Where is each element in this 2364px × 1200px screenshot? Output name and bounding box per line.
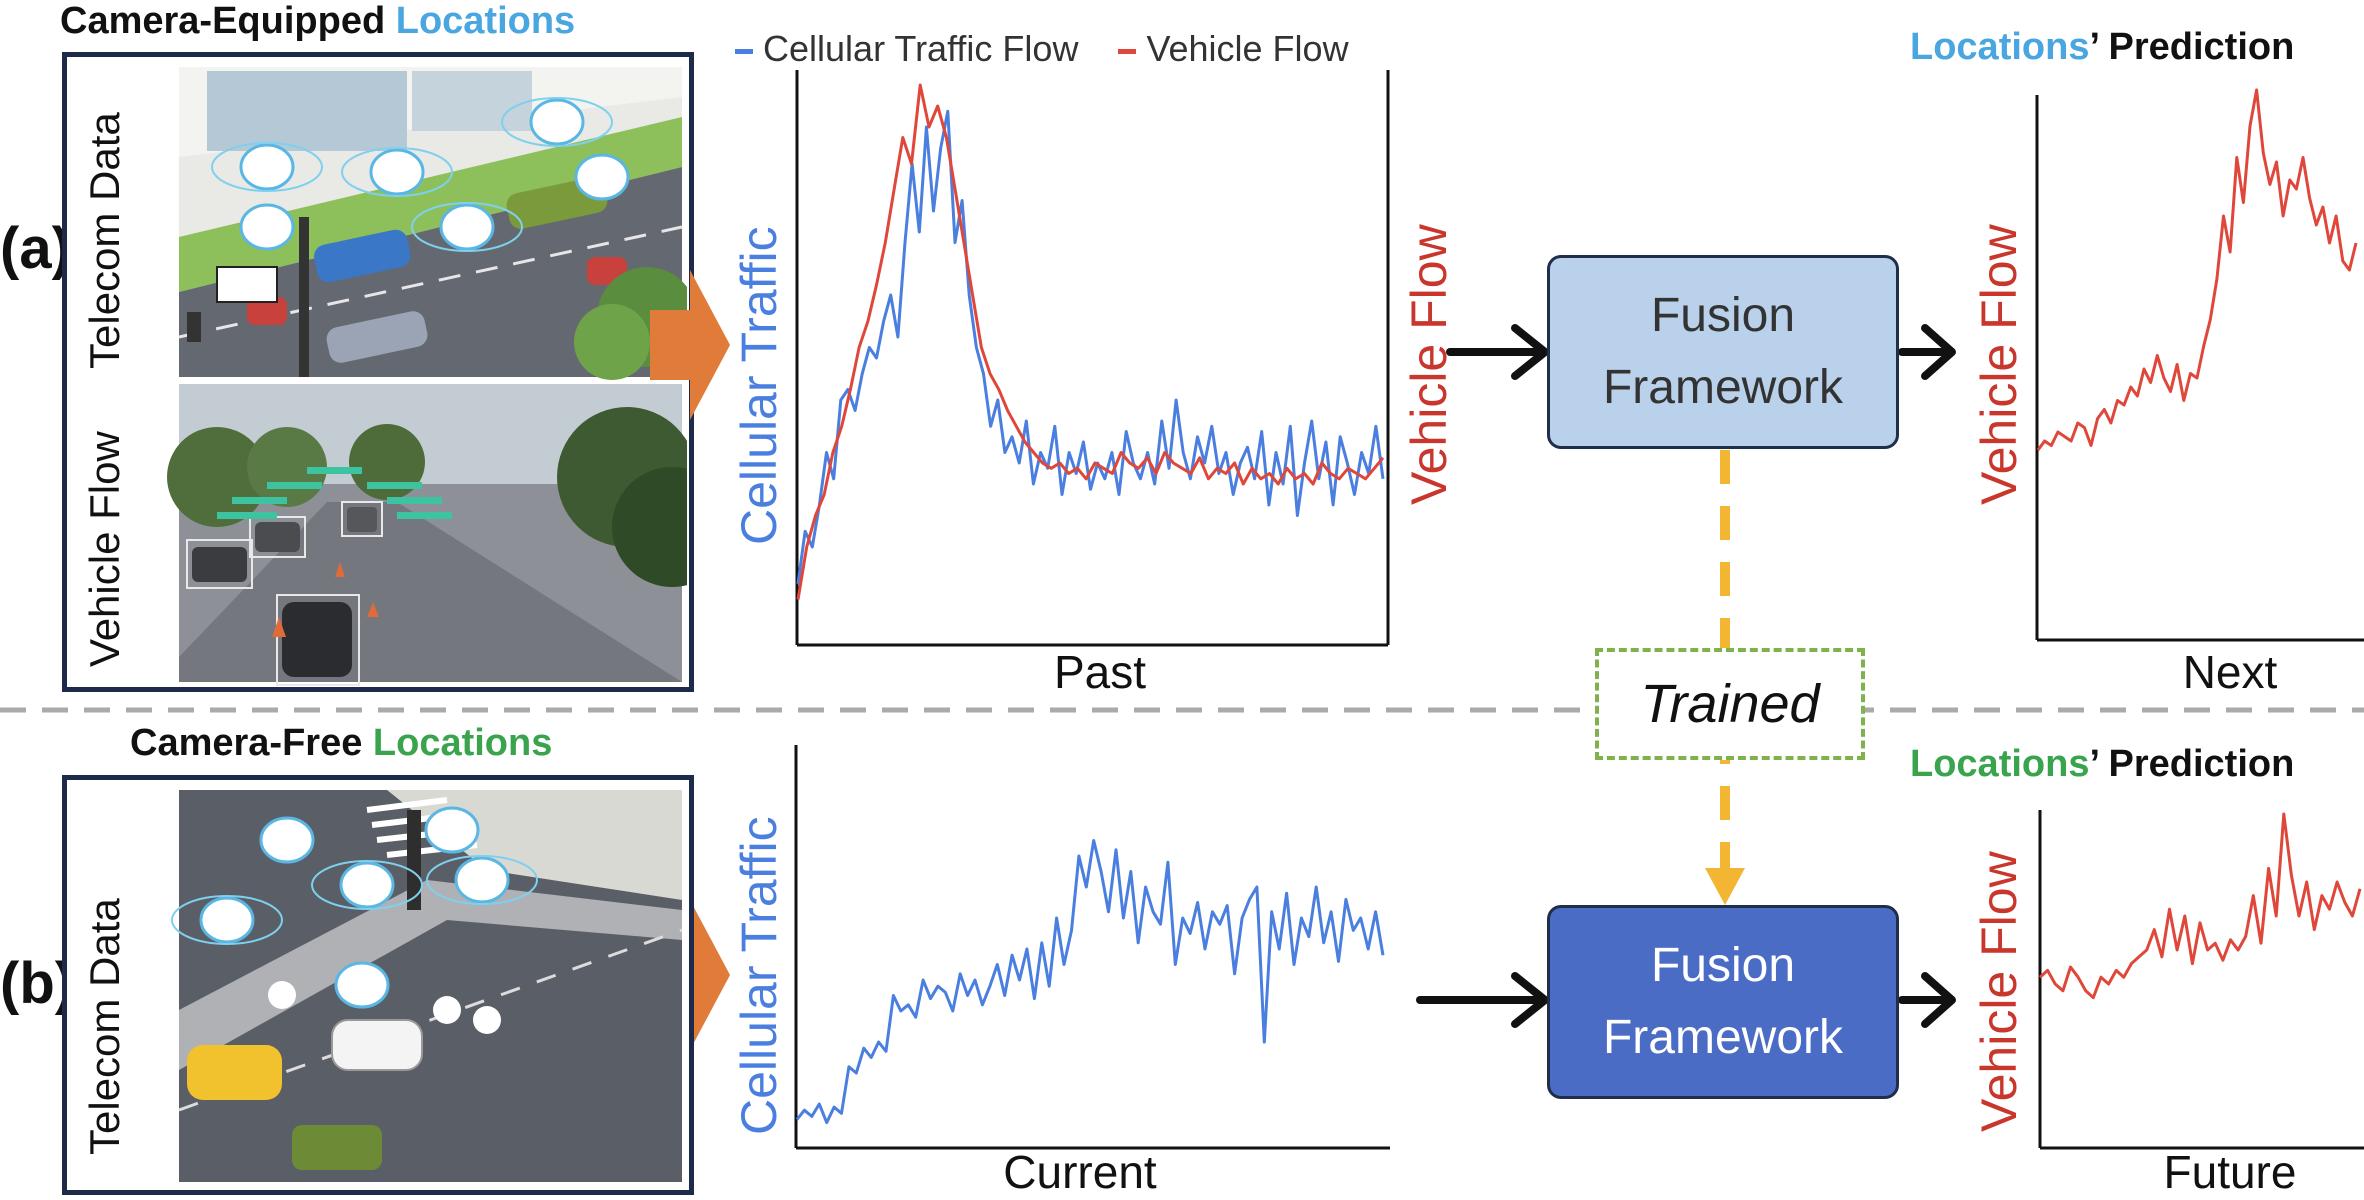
legend-item-1: Vehicle Flow [1146, 28, 1349, 69]
fusion-a-line2: Framework [1602, 361, 1844, 414]
fusion-b-line1: Fusion [1650, 939, 1796, 992]
legend-swatch-blue [735, 48, 753, 54]
chart-future-series-0 [2038, 812, 2362, 1000]
pred-b-ylabel: Vehicle Flow [1971, 851, 2027, 1132]
panel-a-illustrations [167, 67, 687, 686]
trained-label: Trained [1595, 648, 1865, 760]
pred-b-header-colored: Locations [1910, 743, 2090, 785]
pred-a-header-colored: Locations [1910, 26, 2090, 68]
legend-swatch-red [1118, 48, 1137, 54]
chart-past-series-1 [796, 83, 1385, 600]
panel-b-photo-frame: Telecom Data [62, 775, 694, 1195]
panel-b-header-black: Camera-Free [130, 722, 363, 764]
panel-a-header: Camera-Equipped Locations [60, 0, 575, 43]
camera-detection-photo [167, 384, 687, 686]
panel-b-label: (b) [0, 951, 75, 1016]
fusion-a-line1: Fusion [1650, 289, 1796, 342]
chart-current-series-0 [795, 839, 1385, 1125]
legend-item-0: Cellular Traffic Flow [763, 28, 1079, 69]
panel-b-header: Camera-Free Locations [130, 722, 552, 765]
panel-a-label: (a) [0, 216, 71, 281]
pred-b-xlabel: Future [2163, 1146, 2297, 1198]
camera-free-illustration [171, 790, 683, 1182]
chart-next-series-0 [2036, 88, 2358, 451]
fusion-b-line2: Framework [1602, 1011, 1844, 1064]
panel-a-header-colored: Locations [395, 0, 576, 42]
chart-future [2038, 810, 2364, 1150]
chart-past-series-0 [796, 109, 1385, 585]
chart-current [794, 745, 1390, 1150]
pred-b-header: Locations’ Prediction [1910, 743, 2294, 786]
pred-a-xlabel: Next [2182, 646, 2278, 698]
chart-a-xlabel: Past [1053, 646, 1147, 698]
chart-b-xlabel: Current [1003, 1146, 1157, 1198]
fusion-framework-box-a: Fusion Framework [1547, 255, 1899, 449]
panel-a-header-black: Camera-Equipped [60, 0, 386, 42]
pred-a-header-black: ’ Prediction [2089, 26, 2295, 68]
fusion-framework-box-b: Fusion Framework [1547, 905, 1899, 1099]
panel-b-header-colored: Locations [372, 722, 553, 764]
legend: Cellular Traffic Flow Vehicle Flow [735, 28, 1349, 70]
pred-b-header-black: ’ Prediction [2089, 743, 2295, 785]
chart-next [2035, 88, 2364, 642]
pred-a-header: Locations’ Prediction [1910, 26, 2294, 69]
chart-past [795, 70, 1390, 647]
